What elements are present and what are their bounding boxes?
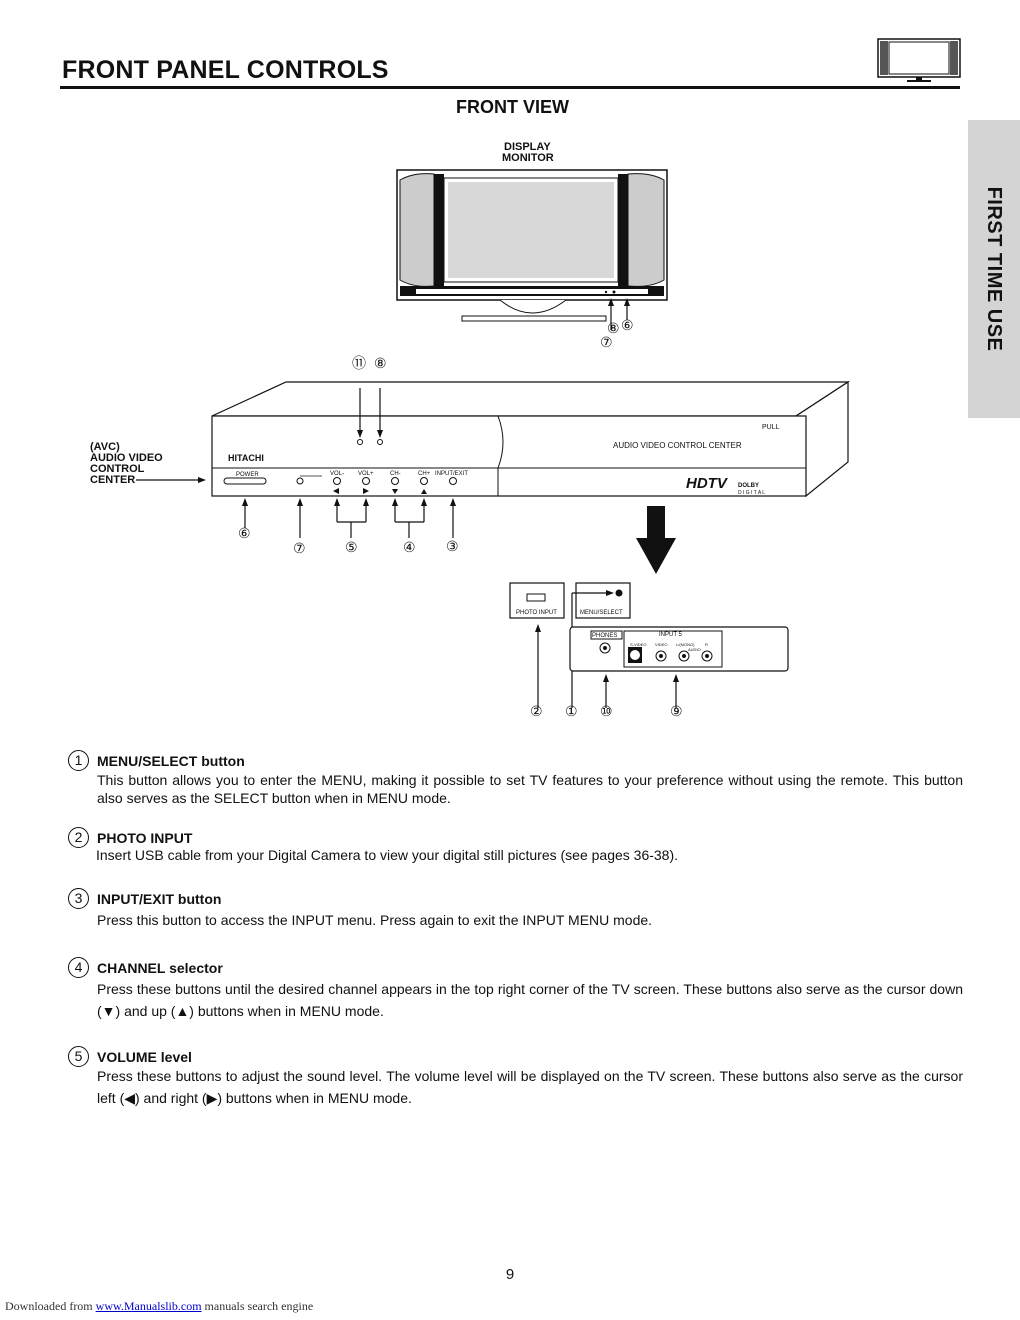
vol-minus-label: VOL- [330,471,345,477]
callout-9: ⑨ [670,703,683,719]
item-input-exit: 3 INPUT/EXIT button Press this button to… [68,888,968,957]
expand-arrow [636,506,676,574]
display-monitor [396,169,668,322]
side-tab-label: FIRST TIME USE [983,186,1006,352]
item-title: VOLUME level [97,1049,192,1065]
item-number: 5 [68,1046,89,1067]
footer: Downloaded from www.Manualslib.com manua… [5,1299,313,1314]
callout-5: ⑤ [345,539,358,555]
callout-1: ① [565,703,578,719]
item-title: MENU/SELECT button [97,753,245,769]
callout-6-avc: ⑥ [238,525,251,541]
callout-2: ② [530,703,543,719]
pull-label: PULL [762,424,780,431]
display-label-2: MONITOR [502,152,554,164]
input5-label: INPUT 5 [659,632,682,638]
page-number: 9 [505,1266,515,1283]
detail-panel [509,582,789,708]
callout-3: ③ [446,538,459,554]
footer-suffix: manuals search engine [201,1299,314,1313]
callout-6-top: ⑥ [621,317,634,333]
item-photo-input: 2 PHOTO INPUT Insert USB cable from your… [68,827,968,888]
item-text: Press this button to access the INPUT me… [97,912,653,928]
display-label-1: DISPLAY [504,141,551,153]
item-text: Insert USB cable from your Digital Camer… [96,847,679,863]
callout-8-top: ⑧ [607,320,620,336]
item-number: 4 [68,957,89,978]
power-label: POWER [236,472,259,478]
item-text: Press these buttons to adjust the sound … [97,1068,963,1106]
photo-input-label: PHOTO INPUT [516,610,557,616]
r-label: R [705,642,708,647]
side-tab: FIRST TIME USE [968,120,1020,418]
avc-label-4: CENTER [90,474,136,486]
avc-pointer-arrow [136,477,206,483]
item-number: 3 [68,888,89,909]
avc-label-1: (AVC) [90,441,120,453]
ch-minus-label: CH- [390,471,401,477]
callout-8-avc: ⑧ [374,355,387,371]
footer-prefix: Downloaded from [5,1299,96,1313]
title-rule [60,86,960,89]
page-title: FRONT PANEL CONTROLS [62,56,389,84]
item-menu-select: 1 MENU/SELECT button This button allows … [68,750,968,827]
avc-label-2: AUDIO VIDEO [90,452,163,464]
callout-7-top: ⑦ [600,334,613,350]
ch-plus-label: CH+ [418,471,431,477]
item-volume-level: 5 VOLUME level Press these buttons to ad… [68,1046,968,1106]
manualslib-link[interactable]: www.Manualslib.com [95,1299,202,1313]
vol-plus-label: VOL+ [358,471,374,477]
audio-label: AUDIO [688,647,701,652]
callout-11: ⑪ [352,355,366,371]
input-exit-label: INPUT/EXIT [435,471,469,477]
svideo-label: S-VIDEO [630,642,647,647]
item-channel-selector: 4 CHANNEL selector Press these buttons u… [68,957,968,1046]
tv-icon [877,38,961,82]
item-title: PHOTO INPUT [97,830,193,846]
monitor-callout-arrows [608,298,630,330]
item-title: INPUT/EXIT button [97,891,222,907]
item-number: 2 [68,827,89,848]
item-title: CHANNEL selector [97,960,223,976]
callout-4: ④ [403,539,416,555]
menu-select-label: MENU/SELECT [580,610,623,616]
item-text: This button allows you to enter the MENU… [97,772,963,806]
avc-panel-text: AUDIO VIDEO CONTROL CENTER [613,441,742,450]
l-mono-label: L/(MONO) [676,642,695,647]
item-text: Press these buttons until the desired ch… [97,981,963,1019]
dolby-logo: DOLBY [738,483,759,489]
phones-label: PHONES [592,633,618,639]
front-view-heading: FRONT VIEW [456,97,569,117]
item-number: 1 [68,750,89,771]
avc-unit [211,380,851,538]
video-label: VIDEO [655,642,668,647]
callout-7-avc: ⑦ [293,540,306,556]
callout-10: ⑩ [600,703,613,719]
descriptions: 1 MENU/SELECT button This button allows … [68,750,968,1106]
brand-logo: HITACHI [228,453,264,463]
dolby-digital-text: D I G I T A L [738,490,766,496]
hdtv-logo: HDTV [686,475,727,492]
avc-label-3: CONTROL [90,463,145,475]
